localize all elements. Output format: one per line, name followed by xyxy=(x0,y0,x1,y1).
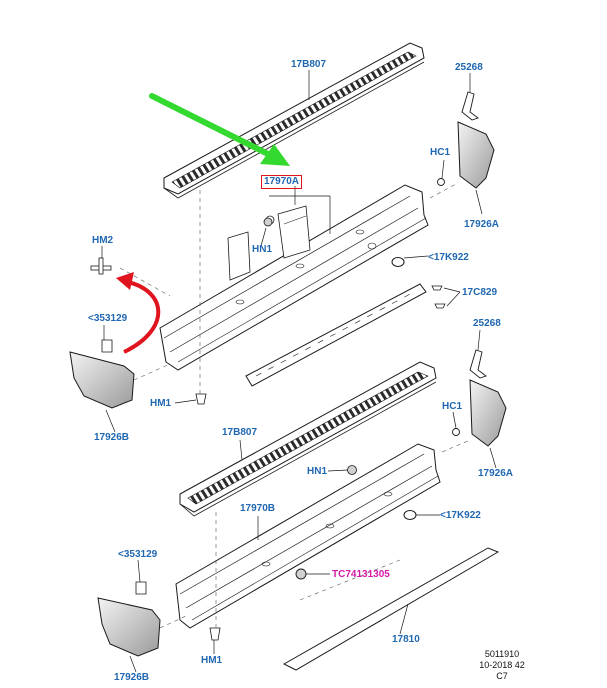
leader-lines xyxy=(101,70,497,673)
bracket-25268-top xyxy=(461,91,479,121)
callout-17c829[interactable]: 17C829 xyxy=(462,287,498,298)
alignment-dashes xyxy=(119,183,471,629)
end-cap-17926b-bottom xyxy=(97,597,161,657)
sill-rail-bottom xyxy=(175,443,441,629)
callout-17k922-bottom[interactable]: <17K922 xyxy=(440,510,481,521)
end-cap-17926a-top xyxy=(457,121,495,189)
callout-17926a-top[interactable]: 17926A xyxy=(464,219,500,230)
nut-hn1-bottom xyxy=(347,465,357,475)
green-arrow xyxy=(149,93,290,166)
callout-17970a-highlighted[interactable]: 17970A xyxy=(261,175,303,189)
callout-17926b-bottom[interactable]: 17926B xyxy=(114,672,150,683)
callout-hn1-bottom[interactable]: HN1 xyxy=(307,466,328,477)
fastener-tc74131305 xyxy=(295,568,307,580)
scuff-plate-bottom xyxy=(179,361,437,517)
callout-17b807-top[interactable]: 17B807 xyxy=(291,59,327,70)
callout-17926a-bottom[interactable]: 17926A xyxy=(478,468,514,479)
drawing-revision: C7 xyxy=(496,671,508,681)
callout-hm1-top[interactable]: HM1 xyxy=(150,398,172,409)
callout-17970b[interactable]: 17970B xyxy=(240,503,276,514)
drawing-date-code: 10-2018 42 xyxy=(479,660,525,670)
screw-hm1-bottom xyxy=(209,627,221,641)
plug-17k922-top xyxy=(391,257,405,267)
clip-353129-top xyxy=(101,339,113,353)
callout-25268-bottom[interactable]: 25268 xyxy=(473,318,501,329)
callout-hm1-bottom[interactable]: HM1 xyxy=(201,655,223,666)
nut-hn1-top xyxy=(263,217,273,227)
bracket-25268-bottom xyxy=(469,349,487,379)
callout-25268-top[interactable]: 25268 xyxy=(455,62,483,73)
plug-17k922-bottom xyxy=(403,510,417,520)
callout-hc1-top[interactable]: HC1 xyxy=(430,147,451,158)
drawing-reference: 5011910 10-2018 42 C7 xyxy=(472,649,532,682)
callout-tc74131305[interactable]: TC74131305 xyxy=(332,569,390,580)
sill-rail-top xyxy=(159,184,429,371)
screw-hm1-top xyxy=(195,393,207,405)
clip-hc1-top xyxy=(437,178,445,186)
callout-hm2[interactable]: HM2 xyxy=(92,235,114,246)
callout-17926b-top[interactable]: 17926B xyxy=(94,432,130,443)
callout-17b807-bottom[interactable]: 17B807 xyxy=(222,427,258,438)
callout-17810[interactable]: 17810 xyxy=(392,634,420,645)
drawing-number: 5011910 xyxy=(484,649,520,659)
callout-hn1-top[interactable]: HN1 xyxy=(252,244,273,255)
molding-strip-17810 xyxy=(282,547,500,671)
clip-hc1-bottom xyxy=(452,428,460,436)
end-cap-17926a-bottom xyxy=(469,379,507,447)
screw-pair-17c829 xyxy=(431,285,446,309)
callout-17k922-top[interactable]: <17K922 xyxy=(428,252,469,263)
callout-353129-bottom[interactable]: <353129 xyxy=(118,549,158,560)
clip-353129-bottom xyxy=(135,581,147,595)
rocker-strip xyxy=(245,283,427,387)
callout-hc1-bottom[interactable]: HC1 xyxy=(442,401,463,412)
pin-hm2 xyxy=(90,257,112,275)
red-arrow xyxy=(116,272,161,354)
end-cap-17926b-top xyxy=(69,351,135,409)
callout-353129-top[interactable]: <353129 xyxy=(88,313,128,324)
scuff-plate-top xyxy=(163,42,425,199)
